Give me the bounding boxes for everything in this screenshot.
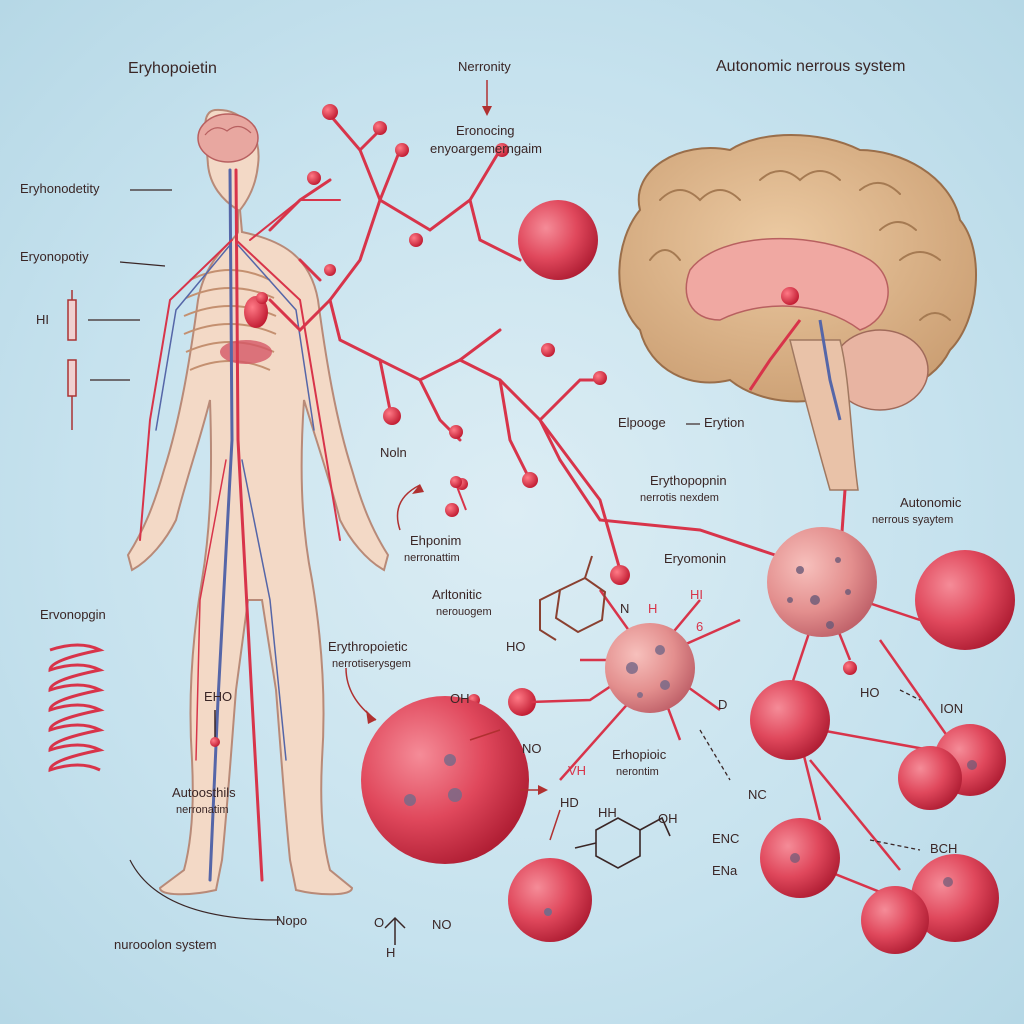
molecule-bottom xyxy=(574,816,671,869)
label-neuro-bottom: nurooolon system xyxy=(114,937,217,952)
label-aivo-2: nerouogem xyxy=(436,606,492,618)
label-ion: ION xyxy=(940,701,964,716)
label-six: 6 xyxy=(696,619,704,634)
cell-right-6 xyxy=(911,854,999,942)
label-ho-left: HO xyxy=(506,639,526,654)
molecule-node xyxy=(450,476,467,511)
label-hh: HH xyxy=(598,805,617,820)
vessel-nodes xyxy=(256,104,630,716)
label-h-bottom: H xyxy=(386,945,396,960)
label-ehpi-2: nerontim xyxy=(616,766,659,778)
body-vessels xyxy=(139,168,341,882)
body-silhouette xyxy=(126,108,390,896)
label-left-lower: Ervonopgin xyxy=(40,607,106,622)
title-autonomic: Autonomic nerrous system xyxy=(716,58,906,75)
label-right-auto-2: nerrous syaytem xyxy=(872,514,954,526)
cell-right-4 xyxy=(898,746,962,810)
label-mid-erythro-1: Erythopopnin xyxy=(650,473,727,488)
label-vh: VH xyxy=(568,763,587,778)
cell-pink-hub xyxy=(767,527,877,637)
label-hi-small: HI xyxy=(690,587,703,602)
label-auton-lower-2: nerronatim xyxy=(176,804,229,816)
cell-large-bottom xyxy=(361,696,529,864)
label-left-2: Eryonopotiy xyxy=(20,249,89,264)
molecule-center xyxy=(539,555,607,641)
label-oh-left: OH xyxy=(450,691,470,706)
cell-right-7 xyxy=(861,886,929,954)
label-ehpi-1: Erhopioic xyxy=(612,747,667,762)
cell-top xyxy=(518,200,598,280)
label-no-1: NO xyxy=(522,741,542,756)
label-brain-right: Erytion xyxy=(704,415,745,430)
label-hd: HD xyxy=(560,795,579,810)
brain-inner xyxy=(685,237,889,331)
molecule-small xyxy=(384,916,406,945)
left-pointers xyxy=(88,189,172,381)
label-left-1: Eryhonodetity xyxy=(20,181,100,196)
label-n: N xyxy=(620,601,630,616)
label-center-upper-2: enyoargemerngaim xyxy=(430,141,543,156)
label-no-bottom: NO xyxy=(432,917,452,932)
arrowheads xyxy=(366,106,548,795)
liver xyxy=(220,340,272,364)
label-ho-center: HO xyxy=(860,685,880,700)
coil-vessel xyxy=(48,643,105,773)
cell-right-2 xyxy=(750,680,830,760)
label-left-hi: HI xyxy=(36,312,49,327)
label-center-left-1: Ehponim xyxy=(410,533,462,548)
label-nc: NC xyxy=(748,787,767,802)
label-center-left-2: nerronattim xyxy=(404,552,460,564)
label-o-bottom: O xyxy=(374,915,385,930)
label-eho: EHO xyxy=(204,689,233,704)
label-brain-left: Elpooge xyxy=(618,415,666,430)
label-eryomonin: Eryomonin xyxy=(664,551,727,566)
central-cell xyxy=(529,589,741,781)
cell-cluster xyxy=(750,527,1015,954)
label-aivo-1: Arltonitic xyxy=(432,587,482,602)
syringe-marker xyxy=(67,290,77,430)
label-erythro-big-2: nerrotiserysgem xyxy=(332,658,411,670)
label-auton-lower-1: Autoosthils xyxy=(172,785,236,800)
vessel-network xyxy=(268,113,792,572)
label-top-center: Nerronity xyxy=(458,59,511,74)
label-mid-erythro-2: nerrotis nexdem xyxy=(640,492,719,504)
cell-bottom-small xyxy=(508,858,592,942)
brainstem xyxy=(789,339,859,491)
label-nopo: Nopo xyxy=(276,913,308,928)
label-oh-right: OH xyxy=(658,811,678,826)
label-enc: ENC xyxy=(712,831,740,846)
label-node-nan: Noln xyxy=(380,445,407,460)
eho-dot xyxy=(210,737,220,747)
label-d: D xyxy=(718,697,728,712)
title-erythropoietin: Eryhopoietin xyxy=(128,60,217,77)
head-brain xyxy=(197,113,259,163)
label-ena: ENa xyxy=(712,863,738,878)
label-right-auto-1: Autonomic xyxy=(900,495,962,510)
label-h: H xyxy=(648,601,658,616)
label-erythro-big-1: Erythropoietic xyxy=(328,639,408,654)
label-bch: BCH xyxy=(930,841,958,856)
label-center-upper-1: Eronocing xyxy=(456,123,515,138)
human-body-figure xyxy=(126,108,390,896)
brain-illustration xyxy=(618,134,977,491)
cell-right-1 xyxy=(915,550,1015,650)
